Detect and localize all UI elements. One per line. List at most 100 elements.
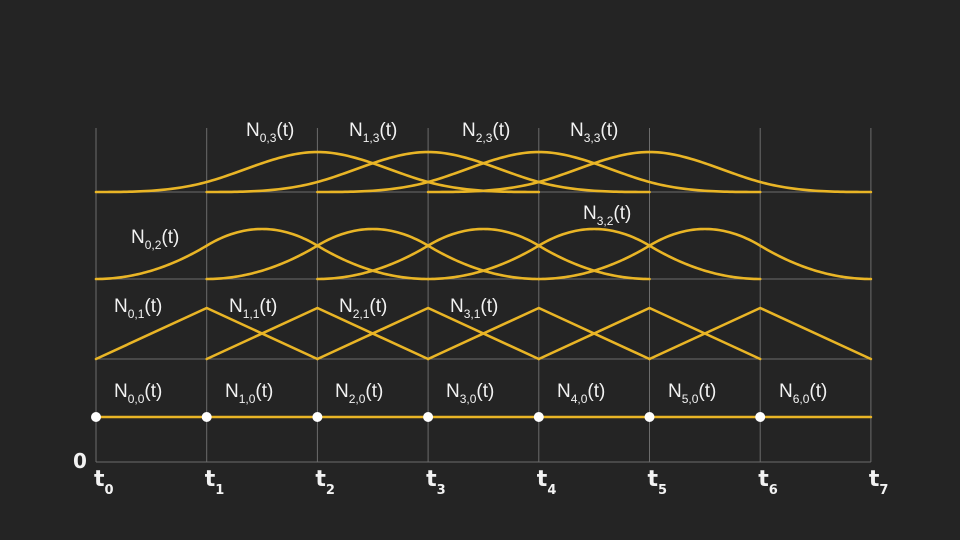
origin-label: 0 bbox=[73, 449, 87, 473]
knot-label-base: t bbox=[205, 467, 216, 492]
basis-curve-N3-3 bbox=[426, 150, 873, 194]
basis-label-index: 1,1 bbox=[243, 307, 260, 321]
knot-label-index: 5 bbox=[658, 483, 667, 498]
basis-label-base: N bbox=[462, 120, 476, 141]
knot-point bbox=[644, 412, 655, 422]
knot-label-base: t bbox=[537, 467, 548, 492]
basis-label: N3,1(t) bbox=[450, 296, 498, 321]
basis-label-index: 0,2 bbox=[145, 238, 162, 252]
knot-label-base: t bbox=[426, 467, 437, 492]
basis-label-index: 5,0 bbox=[682, 392, 699, 406]
basis-curve-N0-3 bbox=[94, 150, 541, 194]
basis-label-base: N bbox=[131, 227, 145, 248]
basis-label: N6,0(t) bbox=[779, 381, 827, 406]
basis-curve-N4-1 bbox=[537, 306, 762, 361]
knot-label: t5 bbox=[648, 467, 668, 498]
basis-label-index: 0,0 bbox=[128, 392, 145, 406]
basis-label-index: 2,1 bbox=[353, 307, 370, 321]
knot-label-base: t bbox=[758, 467, 769, 492]
knot-label-index: 0 bbox=[105, 483, 114, 498]
basis-label: N3,2(t) bbox=[583, 203, 631, 228]
basis-curve-N3-1 bbox=[426, 306, 651, 361]
basis-label-index: 0,3 bbox=[260, 131, 277, 145]
basis-label: N0,3(t) bbox=[246, 120, 294, 145]
basis-label-index: 3,1 bbox=[464, 307, 481, 321]
basis-curve-N4-2 bbox=[537, 227, 873, 281]
basis-label-arg: (t) bbox=[379, 120, 397, 141]
basis-label: N0,1(t) bbox=[114, 296, 162, 321]
basis-label: N0,2(t) bbox=[131, 227, 179, 252]
knot-label-base: t bbox=[94, 467, 105, 492]
basis-label-base: N bbox=[339, 296, 353, 317]
basis-label-base: N bbox=[583, 203, 597, 224]
basis-label-arg: (t) bbox=[587, 381, 605, 402]
basis-label-base: N bbox=[229, 296, 243, 317]
knot-point bbox=[201, 412, 212, 422]
knot-label-index: 1 bbox=[215, 483, 224, 498]
basis-label-arg: (t) bbox=[144, 381, 162, 402]
basis-label: N1,3(t) bbox=[349, 120, 397, 145]
basis-label-index: 3,2 bbox=[597, 214, 614, 228]
knot-point bbox=[91, 412, 101, 422]
basis-label-base: N bbox=[349, 120, 363, 141]
basis-label-base: N bbox=[114, 296, 128, 317]
basis-label-arg: (t) bbox=[492, 120, 510, 141]
basis-label-base: N bbox=[450, 296, 464, 317]
basis-label-index: 1,0 bbox=[239, 392, 256, 406]
basis-label-base: N bbox=[335, 381, 349, 402]
basis-label-arg: (t) bbox=[480, 296, 498, 317]
knot-label-index: 6 bbox=[769, 483, 778, 498]
knot-label: t0 bbox=[94, 467, 114, 498]
basis-curve-N1-1 bbox=[205, 306, 430, 361]
basis-label: N3,3(t) bbox=[570, 120, 618, 145]
basis-label-index: 2,3 bbox=[476, 131, 493, 145]
knot-point bbox=[423, 412, 434, 422]
basis-curve-N2-1 bbox=[316, 306, 541, 361]
basis-label-base: N bbox=[779, 381, 793, 402]
knot-label: t2 bbox=[315, 467, 335, 498]
basis-label-arg: (t) bbox=[255, 381, 273, 402]
basis-label-arg: (t) bbox=[809, 381, 827, 402]
basis-label: N0,0(t) bbox=[114, 381, 162, 406]
knot-label-index: 3 bbox=[437, 483, 446, 498]
basis-label: N2,1(t) bbox=[339, 296, 387, 321]
basis-label: N4,0(t) bbox=[557, 381, 605, 406]
basis-label-index: 4,0 bbox=[571, 392, 588, 406]
knot-label: t3 bbox=[426, 467, 446, 498]
basis-label-arg: (t) bbox=[476, 381, 494, 402]
basis-label-base: N bbox=[570, 120, 584, 141]
basis-label-base: N bbox=[557, 381, 571, 402]
knot-label: t7 bbox=[869, 467, 889, 498]
basis-label-arg: (t) bbox=[276, 120, 294, 141]
basis-label-base: N bbox=[246, 120, 260, 141]
knot-label: t4 bbox=[537, 467, 557, 498]
basis-label-index: 1,3 bbox=[363, 131, 380, 145]
basis-label-arg: (t) bbox=[259, 296, 277, 317]
knot-points bbox=[91, 412, 766, 422]
knot-label-base: t bbox=[648, 467, 659, 492]
basis-label-index: 0,1 bbox=[128, 307, 145, 321]
basis-labels: N0,3(t)N1,3(t)N2,3(t)N3,3(t)N0,2(t)N3,2(… bbox=[114, 120, 827, 406]
knot-label: t1 bbox=[205, 467, 225, 498]
basis-label: N5,0(t) bbox=[668, 381, 716, 406]
knot-grid bbox=[95, 128, 872, 463]
basis-label-arg: (t) bbox=[161, 227, 179, 248]
basis-label-base: N bbox=[668, 381, 682, 402]
knot-label-index: 2 bbox=[326, 483, 335, 498]
knot-label: t6 bbox=[758, 467, 778, 498]
basis-label-base: N bbox=[446, 381, 460, 402]
basis-curve-N0-1 bbox=[94, 306, 319, 361]
basis-curve-N2-3 bbox=[316, 150, 762, 194]
basis-label-arg: (t) bbox=[365, 381, 383, 402]
knot-label-index: 4 bbox=[547, 483, 556, 498]
knot-point bbox=[755, 412, 766, 422]
basis-label: N1,1(t) bbox=[229, 296, 277, 321]
knot-label-base: t bbox=[315, 467, 326, 492]
basis-label: N3,0(t) bbox=[446, 381, 494, 406]
knot-label-base: t bbox=[869, 467, 880, 492]
basis-label-base: N bbox=[114, 381, 128, 402]
basis-label-base: N bbox=[225, 381, 239, 402]
basis-label-arg: (t) bbox=[144, 296, 162, 317]
basis-label: N1,0(t) bbox=[225, 381, 273, 406]
